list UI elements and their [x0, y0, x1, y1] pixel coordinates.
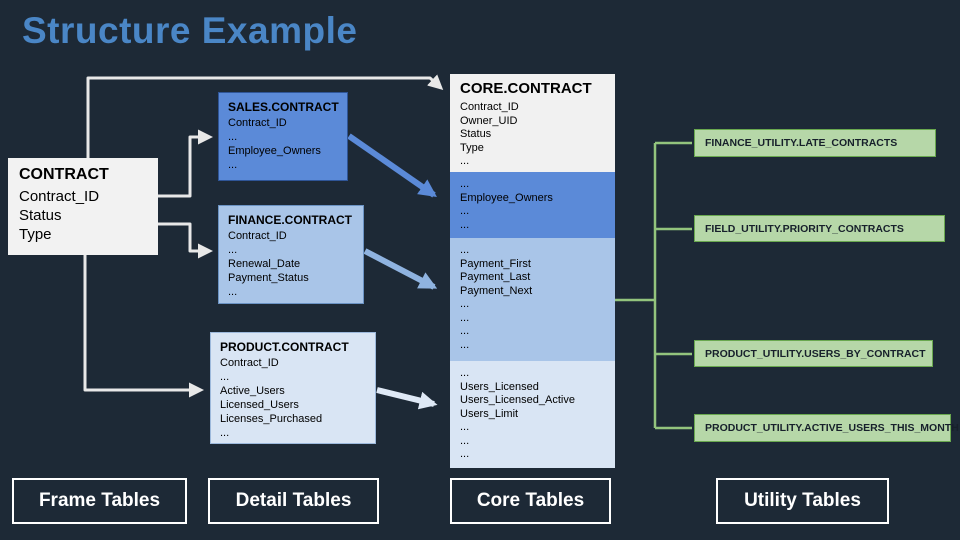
arrow-contract-to-sales [158, 129, 213, 198]
core-section-product: ... Users_Licensed Users_Licensed_Active… [450, 361, 615, 468]
table-field: Type [19, 226, 52, 243]
table-field: Contract_ID [220, 357, 279, 369]
table-field: Licenses_Purchased [220, 413, 323, 425]
table-field: ... [460, 205, 470, 217]
frame-table-contract: CONTRACT Contract_ID Status Type [8, 158, 158, 255]
table-field: ... [460, 421, 470, 433]
table-field: ... [228, 244, 238, 256]
table-field: Contract_ID [19, 188, 100, 205]
table-field: Employee_Owners [460, 191, 553, 204]
arrow-sales-to-core [347, 133, 437, 198]
table-field: Renewal_Date [228, 258, 301, 270]
utility-label: PRODUCT_UTILITY.USERS_BY_CONTRACT [705, 347, 926, 360]
table-field: ... [460, 155, 470, 167]
table-field: ... [460, 434, 470, 447]
table-field: ... [460, 218, 470, 231]
core-section-sales: ... Employee_Owners ... ... [450, 172, 615, 238]
table-field: ... [460, 178, 470, 190]
table-field: Users_Limit [460, 407, 519, 420]
detail-table-sales: SALES.CONTRACT Contract_ID ... Employee_… [218, 92, 348, 181]
table-title: CORE.CONTRACT [460, 80, 592, 97]
table-field: Users_Licensed [460, 380, 539, 393]
page-title: Structure Example [22, 10, 358, 51]
legend-label: Utility Tables [744, 490, 861, 511]
table-field: Licensed_Users [220, 399, 299, 411]
table-field: Payment_Status [228, 272, 309, 284]
detail-table-product: PRODUCT.CONTRACT Contract_ID ... Active_… [210, 332, 376, 444]
detail-table-finance: FINANCE.CONTRACT Contract_ID ... Renewal… [218, 205, 364, 304]
table-field: Status [460, 128, 492, 140]
table-field: ... [460, 311, 470, 324]
legend-label: Frame Tables [38, 490, 161, 511]
table-field: ... [228, 159, 238, 171]
utility-table-late-contracts: FINANCE_UTILITY.LATE_CONTRACTS [694, 129, 936, 157]
table-field: Contract_ID [228, 117, 287, 129]
utility-table-priority-contracts: FIELD_UTILITY.PRIORITY_CONTRACTS [694, 215, 945, 242]
arrow-contract-to-product [83, 255, 204, 398]
table-field: Status [19, 207, 62, 224]
table-field: Contract_ID [228, 230, 287, 242]
table-field: ... [460, 325, 470, 337]
legend-frame-tables: Frame Tables [12, 478, 187, 524]
table-title: PRODUCT.CONTRACT [220, 340, 349, 354]
table-field: Owner_UID [460, 114, 518, 127]
table-field: ... [460, 448, 470, 460]
table-title: FINANCE.CONTRACT [228, 213, 352, 227]
legend-utility-tables: Utility Tables [716, 478, 889, 524]
legend-detail-tables: Detail Tables [208, 478, 379, 524]
legend-label: Core Tables [476, 490, 585, 511]
utility-table-active-users-this-month: PRODUCT_UTILITY.ACTIVE_USERS_THIS_MONTH [694, 414, 959, 442]
green-utility-connectors [615, 141, 692, 430]
table-field: ... [460, 298, 470, 310]
table-field: ... [460, 338, 470, 351]
table-field: Employee_Owners [228, 145, 321, 157]
legend-label: Detail Tables [235, 490, 352, 511]
utility-label: FIELD_UTILITY.PRIORITY_CONTRACTS [705, 222, 904, 235]
table-field: Payment_Last [460, 271, 531, 283]
table-field: ... [460, 367, 470, 379]
table-field: Active_Users [220, 385, 285, 397]
table-title: CONTRACT [19, 166, 109, 183]
table-field: ... [220, 427, 230, 439]
table-field: ... [228, 131, 238, 143]
table-field: Users_Licensed_Active [460, 394, 575, 406]
core-section-base: CORE.CONTRACT Contract_ID Owner_UID Stat… [450, 74, 615, 172]
table-title: SALES.CONTRACT [228, 100, 339, 114]
table-field: Payment_First [460, 257, 531, 270]
utility-label: FINANCE_UTILITY.LATE_CONTRACTS [705, 137, 898, 149]
arrow-finance-to-core [363, 248, 438, 290]
table-field: ... [228, 286, 238, 298]
table-field: ... [220, 371, 230, 383]
table-field: ... [460, 244, 470, 256]
arrow-contract-to-finance [158, 222, 213, 259]
table-field: Type [460, 141, 484, 154]
arrow-product-to-core [376, 387, 438, 410]
table-field: Contract_ID [460, 101, 519, 113]
table-field: Payment_Next [460, 284, 533, 297]
utility-label: PRODUCT_UTILITY.ACTIVE_USERS_THIS_MONTH [705, 422, 959, 434]
core-table-contract: CORE.CONTRACT Contract_ID Owner_UID Stat… [450, 74, 615, 468]
legend-core-tables: Core Tables [450, 478, 611, 524]
core-section-finance: ... Payment_First Payment_Last Payment_N… [450, 238, 615, 361]
utility-table-users-by-contract: PRODUCT_UTILITY.USERS_BY_CONTRACT [694, 340, 933, 367]
